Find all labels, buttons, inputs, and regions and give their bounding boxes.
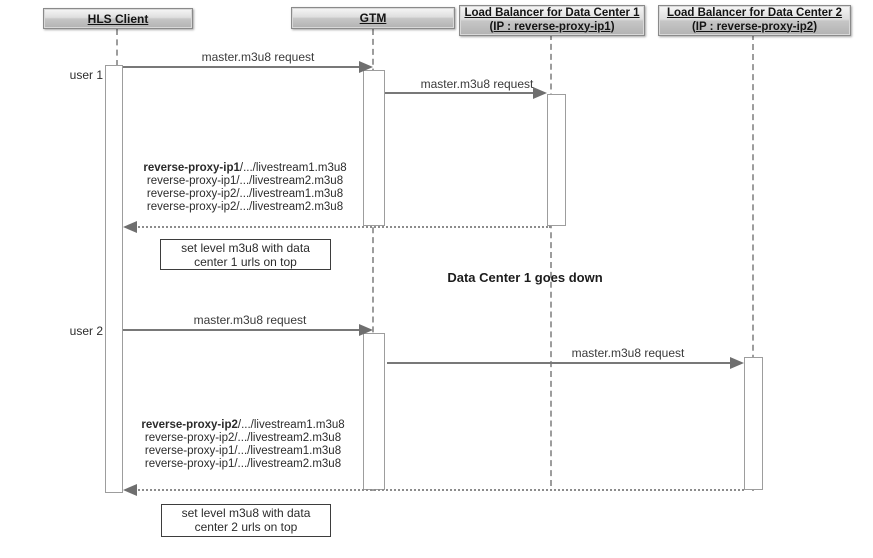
note-line: set level m3u8 with data (181, 506, 311, 520)
annotation-dc1-goes-down: Data Center 1 goes down (447, 270, 603, 285)
response-line-bold: reverse-proxy-ip1 (143, 162, 240, 174)
arrowhead-right-icon (359, 324, 373, 336)
response-line: reverse-proxy-ip1/.../livestream2.m3u8 (146, 175, 344, 187)
response-line: reverse-proxy-ip2/.../livestream2.m3u8 (144, 432, 342, 444)
message-arrow-gtm-to-dc1 (385, 92, 534, 94)
response-line: reverse-proxy-ip1/.../livestream1.m3u8 (144, 445, 342, 457)
activation-lb-dc1 (547, 94, 566, 226)
response-line: reverse-proxy-ip2/.../livestream2.m3u8 (146, 201, 344, 213)
response-line-rest: /.../livestream1.m3u8 (239, 162, 347, 174)
lifeline-gtm (372, 29, 374, 491)
participant-hls-client: HLS Client (43, 8, 193, 29)
note-line: set level m3u8 with data (181, 241, 310, 255)
activation-lb-dc2 (744, 357, 763, 490)
response-line-rest: /.../livestream1.m3u8 (237, 419, 345, 431)
response-line: reverse-proxy-ip2/.../livestream1.m3u8 (146, 188, 344, 200)
arrowhead-right-icon (730, 357, 744, 369)
message-label-user2-request: master.m3u8 request (193, 313, 307, 327)
note-set-level-dc2: set level m3u8 with data center 2 urls o… (161, 504, 331, 537)
return-arrow-user2 (131, 489, 744, 491)
return-arrow-user1 (131, 226, 551, 228)
message-arrow-user1-request (123, 66, 360, 68)
response-line-bold: reverse-proxy-ip2 (141, 419, 238, 431)
lifeline-lb-dc1 (550, 34, 552, 486)
user1-label: user 1 (69, 68, 103, 82)
arrowhead-left-icon (123, 484, 137, 496)
participant-ip: (IP : reverse-proxy-ip1) (489, 20, 615, 33)
lifeline-lb-dc2 (752, 34, 754, 491)
activation-gtm-user1 (363, 70, 385, 226)
message-arrow-gtm-to-dc2 (387, 362, 731, 364)
response-line: reverse-proxy-ip2/.../livestream1.m3u8 (128, 419, 358, 432)
message-label-gtm-to-dc2: master.m3u8 request (571, 346, 685, 360)
note-set-level-dc1: set level m3u8 with data center 1 urls o… (160, 239, 331, 270)
response-block-user2: reverse-proxy-ip2/.../livestream1.m3u8 r… (128, 419, 358, 471)
arrowhead-right-icon (359, 61, 373, 73)
participant-name: Load Balancer for Data Center 1 (464, 7, 640, 19)
message-label-user1-request: master.m3u8 request (201, 50, 315, 64)
user2-label: user 2 (69, 324, 103, 338)
message-label-gtm-to-dc1: master.m3u8 request (420, 77, 534, 91)
participant-ip: (IP : reverse-proxy-ip2) (691, 20, 818, 33)
participant-name: HLS Client (87, 11, 149, 26)
arrowhead-left-icon (123, 221, 137, 233)
activation-gtm-user2 (363, 333, 385, 490)
activation-hls-client (105, 65, 123, 493)
note-line: center 2 urls on top (194, 520, 298, 534)
participant-name: Load Balancer for Data Center 2 (666, 7, 843, 19)
response-line: reverse-proxy-ip1/.../livestream2.m3u8 (144, 458, 342, 470)
lifeline-hls-client (116, 29, 118, 66)
response-line: reverse-proxy-ip1/.../livestream1.m3u8 (130, 162, 360, 175)
response-block-user1: reverse-proxy-ip1/.../livestream1.m3u8 r… (130, 162, 360, 214)
note-line: center 1 urls on top (194, 255, 297, 269)
arrowhead-right-icon (533, 87, 547, 99)
message-arrow-user2-request (123, 329, 360, 331)
participant-name: GTM (359, 11, 387, 25)
participant-gtm: GTM (291, 7, 455, 29)
participant-lb-dc2: Load Balancer for Data Center 2 (IP : re… (658, 5, 851, 36)
participant-lb-dc1: Load Balancer for Data Center 1 (IP : re… (459, 5, 645, 36)
